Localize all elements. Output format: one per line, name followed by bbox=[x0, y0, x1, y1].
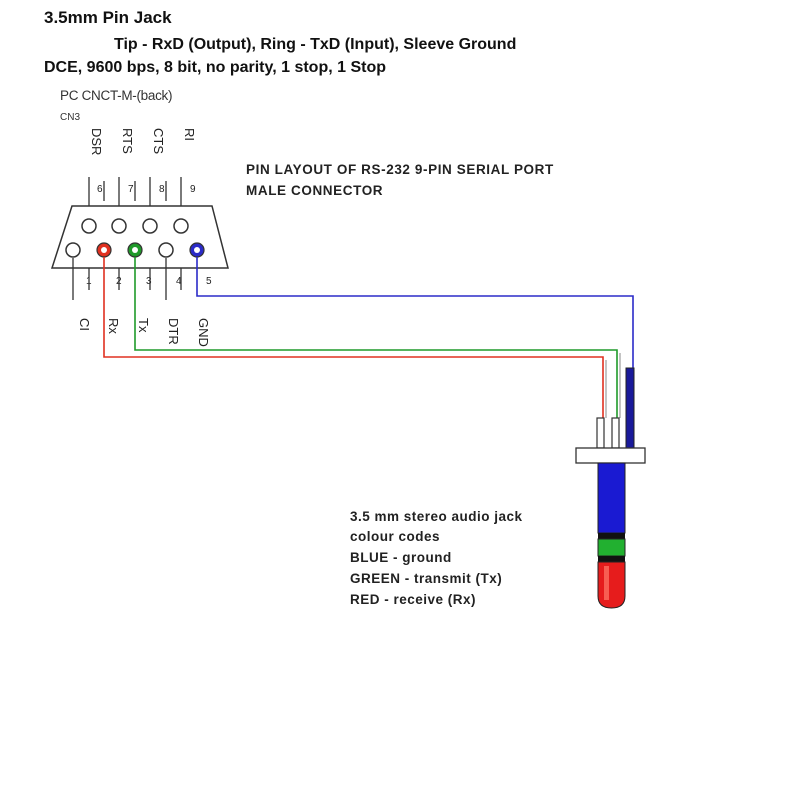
pin-number-5: 5 bbox=[206, 276, 212, 287]
pin-number-8: 8 bbox=[159, 184, 165, 195]
pin-number-7: 7 bbox=[128, 184, 134, 195]
jack-ground-lug bbox=[625, 367, 635, 449]
connector-label: PC CNCT-M-(back) bbox=[60, 88, 173, 103]
pin-6 bbox=[81, 218, 97, 234]
pin-9 bbox=[173, 218, 189, 234]
pin-8 bbox=[142, 218, 158, 234]
pin-number-9: 9 bbox=[190, 184, 196, 195]
pin-5-highlight bbox=[194, 247, 200, 253]
jack-cap bbox=[575, 447, 646, 464]
wire-rx-red bbox=[103, 257, 604, 418]
legend-line-3: BLUE - ground bbox=[350, 550, 452, 565]
pin-2-highlight bbox=[101, 247, 107, 253]
pin-3-highlight bbox=[132, 247, 138, 253]
jack-insulator-2 bbox=[598, 556, 625, 562]
jack-ring-transmit bbox=[597, 538, 626, 557]
pin-7 bbox=[111, 218, 127, 234]
diagram-title: 3.5mm Pin Jack bbox=[44, 8, 172, 27]
legend-line-1: 3.5 mm stereo audio jack bbox=[350, 509, 523, 524]
pin-layout-heading-2: MALE CONNECTOR bbox=[246, 183, 384, 198]
pin-number-4: 4 bbox=[176, 276, 182, 287]
pin-4 bbox=[158, 242, 174, 258]
subtitle-serial-settings: DCE, 9600 bps, 8 bit, no parity, 1 stop,… bbox=[44, 59, 386, 76]
pin-layout-heading: PIN LAYOUT OF RS-232 9-PIN SERIAL PORT bbox=[246, 162, 554, 177]
wire-tx-green bbox=[134, 257, 618, 418]
legend-line-4: GREEN - transmit (Tx) bbox=[350, 571, 503, 586]
connector-ref: CN3 bbox=[60, 112, 81, 123]
jack-tip-shine bbox=[604, 566, 609, 600]
jack-tip-terminal bbox=[596, 417, 605, 449]
subtitle-pin-mapping: Tip - RxD (Output), Ring - TxD (Input), … bbox=[114, 36, 517, 53]
pin-number-6: 6 bbox=[97, 184, 103, 195]
pin-number-3: 3 bbox=[146, 276, 152, 287]
db9-connector-shell bbox=[50, 205, 229, 269]
jack-sleeve-ground bbox=[597, 462, 626, 534]
bottom-pin-leads bbox=[72, 258, 182, 300]
pin-1 bbox=[65, 242, 81, 258]
jack-ring-terminal bbox=[611, 417, 620, 449]
jack-tip-receive bbox=[597, 561, 626, 609]
jack-insulator-1 bbox=[598, 533, 625, 539]
legend-line-5: RED - receive (Rx) bbox=[350, 592, 477, 607]
legend-line-2: colour codes bbox=[350, 529, 441, 544]
top-row-pins bbox=[81, 218, 189, 234]
wire-gnd-blue bbox=[196, 257, 634, 370]
